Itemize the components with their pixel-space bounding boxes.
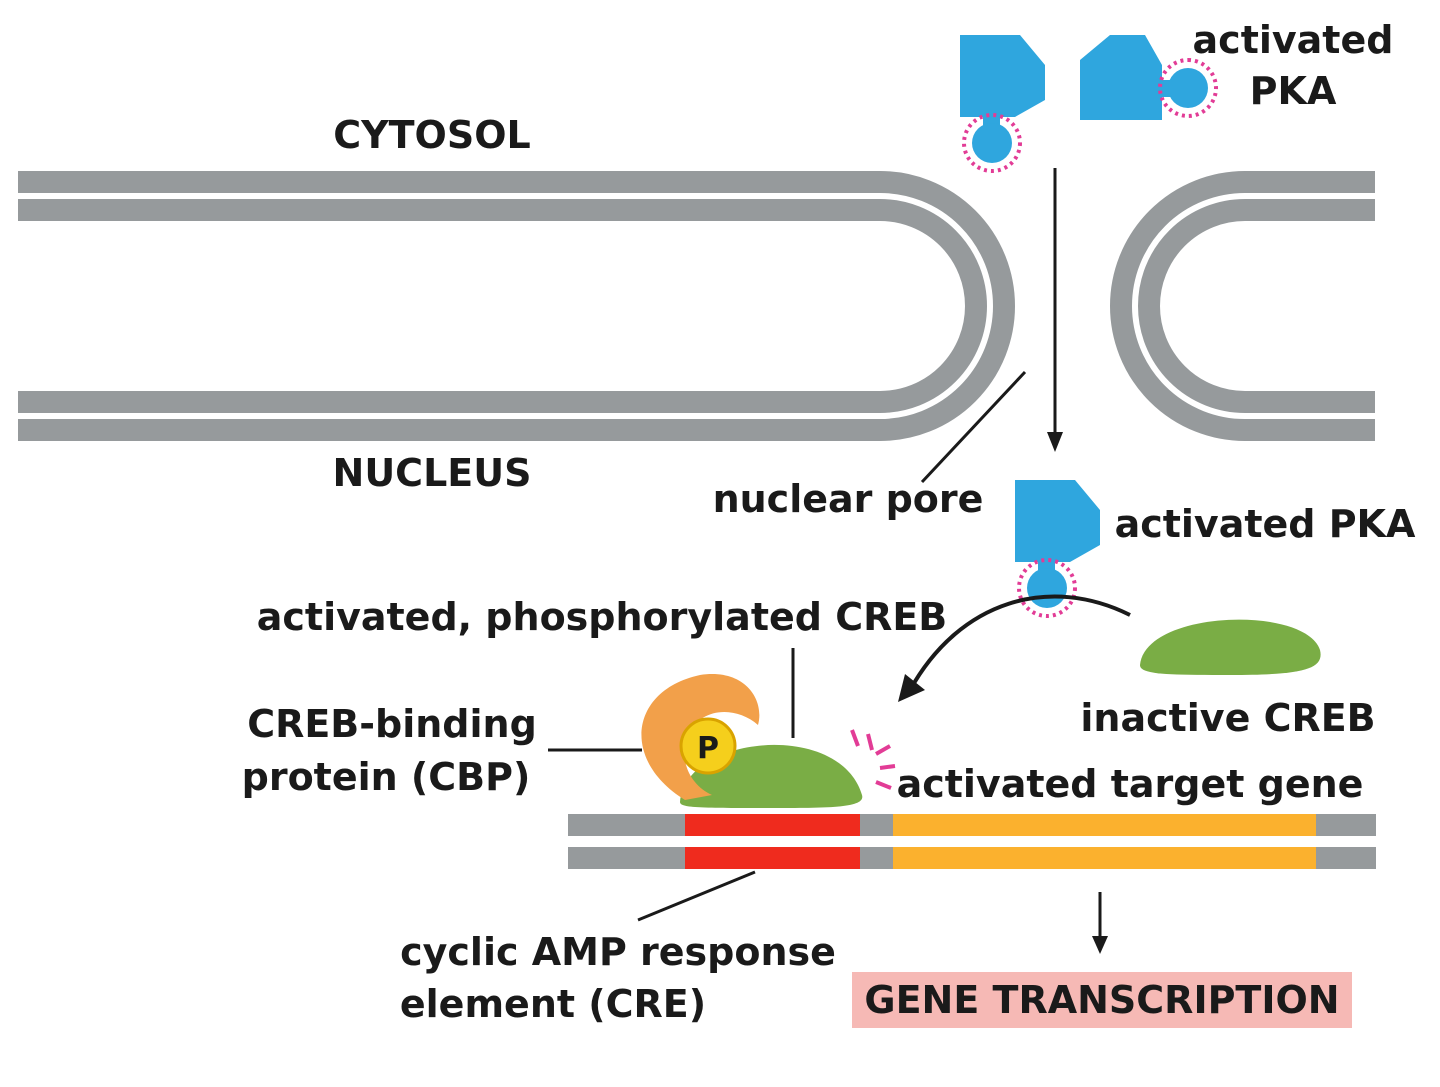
cre-label-line1: cyclic AMP response bbox=[400, 930, 836, 974]
phosphorylation-arrow bbox=[898, 594, 1131, 702]
gene-transcription-box bbox=[852, 972, 1352, 1028]
cre-leader bbox=[637, 870, 756, 922]
target-gene-segment bbox=[893, 814, 1316, 836]
nuclear-pore-label: nuclear pore bbox=[713, 477, 984, 521]
nuclear-envelope-left bbox=[18, 171, 1015, 441]
activated-creb-label: activated, phosphorylated CREB bbox=[257, 595, 948, 639]
inactive-creb-label: inactive CREB bbox=[1080, 696, 1375, 740]
cbp-label-line2: protein (CBP) bbox=[242, 755, 531, 799]
cre-segment bbox=[685, 814, 860, 836]
activated-target-gene-label: activated target gene bbox=[897, 762, 1364, 806]
phosphate-icon: P bbox=[679, 717, 737, 775]
activation-burst-icon bbox=[850, 729, 896, 790]
import-arrow bbox=[1047, 168, 1063, 452]
transcription-arrow bbox=[1092, 892, 1108, 954]
activated-pka-pair-icon bbox=[960, 35, 1218, 173]
activated-pka-lower-label: activated PKA bbox=[1115, 502, 1416, 546]
nuclear-envelope-right bbox=[1110, 171, 1375, 441]
cbp-shape bbox=[641, 674, 760, 800]
gene-transcription-label: GENE TRANSCRIPTION bbox=[864, 978, 1339, 1022]
dna-double-strand bbox=[568, 814, 1376, 869]
nuclear-pore-leader bbox=[920, 370, 1027, 484]
cbp-label-line1: CREB-binding bbox=[247, 702, 537, 746]
nucleus-label: NUCLEUS bbox=[333, 451, 532, 495]
inactive-creb-shape bbox=[1140, 619, 1321, 675]
activated-pka-top-label-line2: PKA bbox=[1250, 69, 1337, 113]
cre-label-line2: element (CRE) bbox=[400, 982, 706, 1026]
cytosol-label: CYTOSOL bbox=[333, 113, 531, 157]
phosphate-label: P bbox=[697, 731, 719, 766]
activated-pka-top-label-line1: activated bbox=[1193, 18, 1394, 62]
